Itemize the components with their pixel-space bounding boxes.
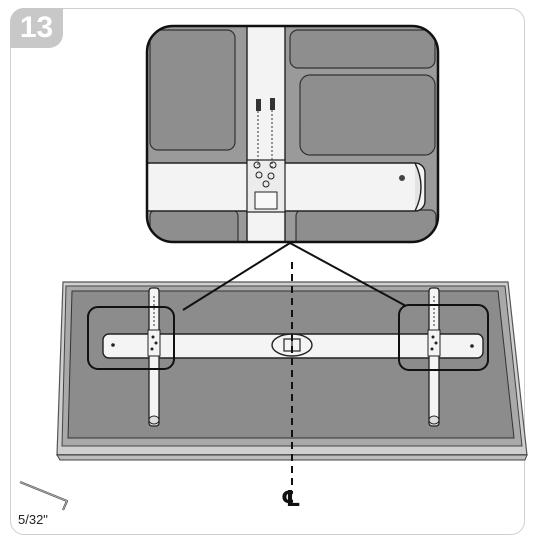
callout-line-right bbox=[289, 242, 407, 307]
right-highlight-box bbox=[398, 304, 489, 371]
left-upright bbox=[147, 287, 161, 427]
callout-line-left bbox=[182, 242, 291, 311]
allen-key-icon bbox=[19, 480, 69, 511]
step-number-badge: 13 bbox=[10, 8, 63, 48]
hex-key-size-label: 5/32" bbox=[18, 512, 48, 527]
centerline-icon: ℄ bbox=[281, 487, 301, 512]
tv-panel bbox=[56, 281, 528, 461]
right-upright bbox=[427, 287, 441, 427]
left-highlight-box bbox=[87, 306, 175, 370]
detail-inset bbox=[145, 24, 440, 244]
